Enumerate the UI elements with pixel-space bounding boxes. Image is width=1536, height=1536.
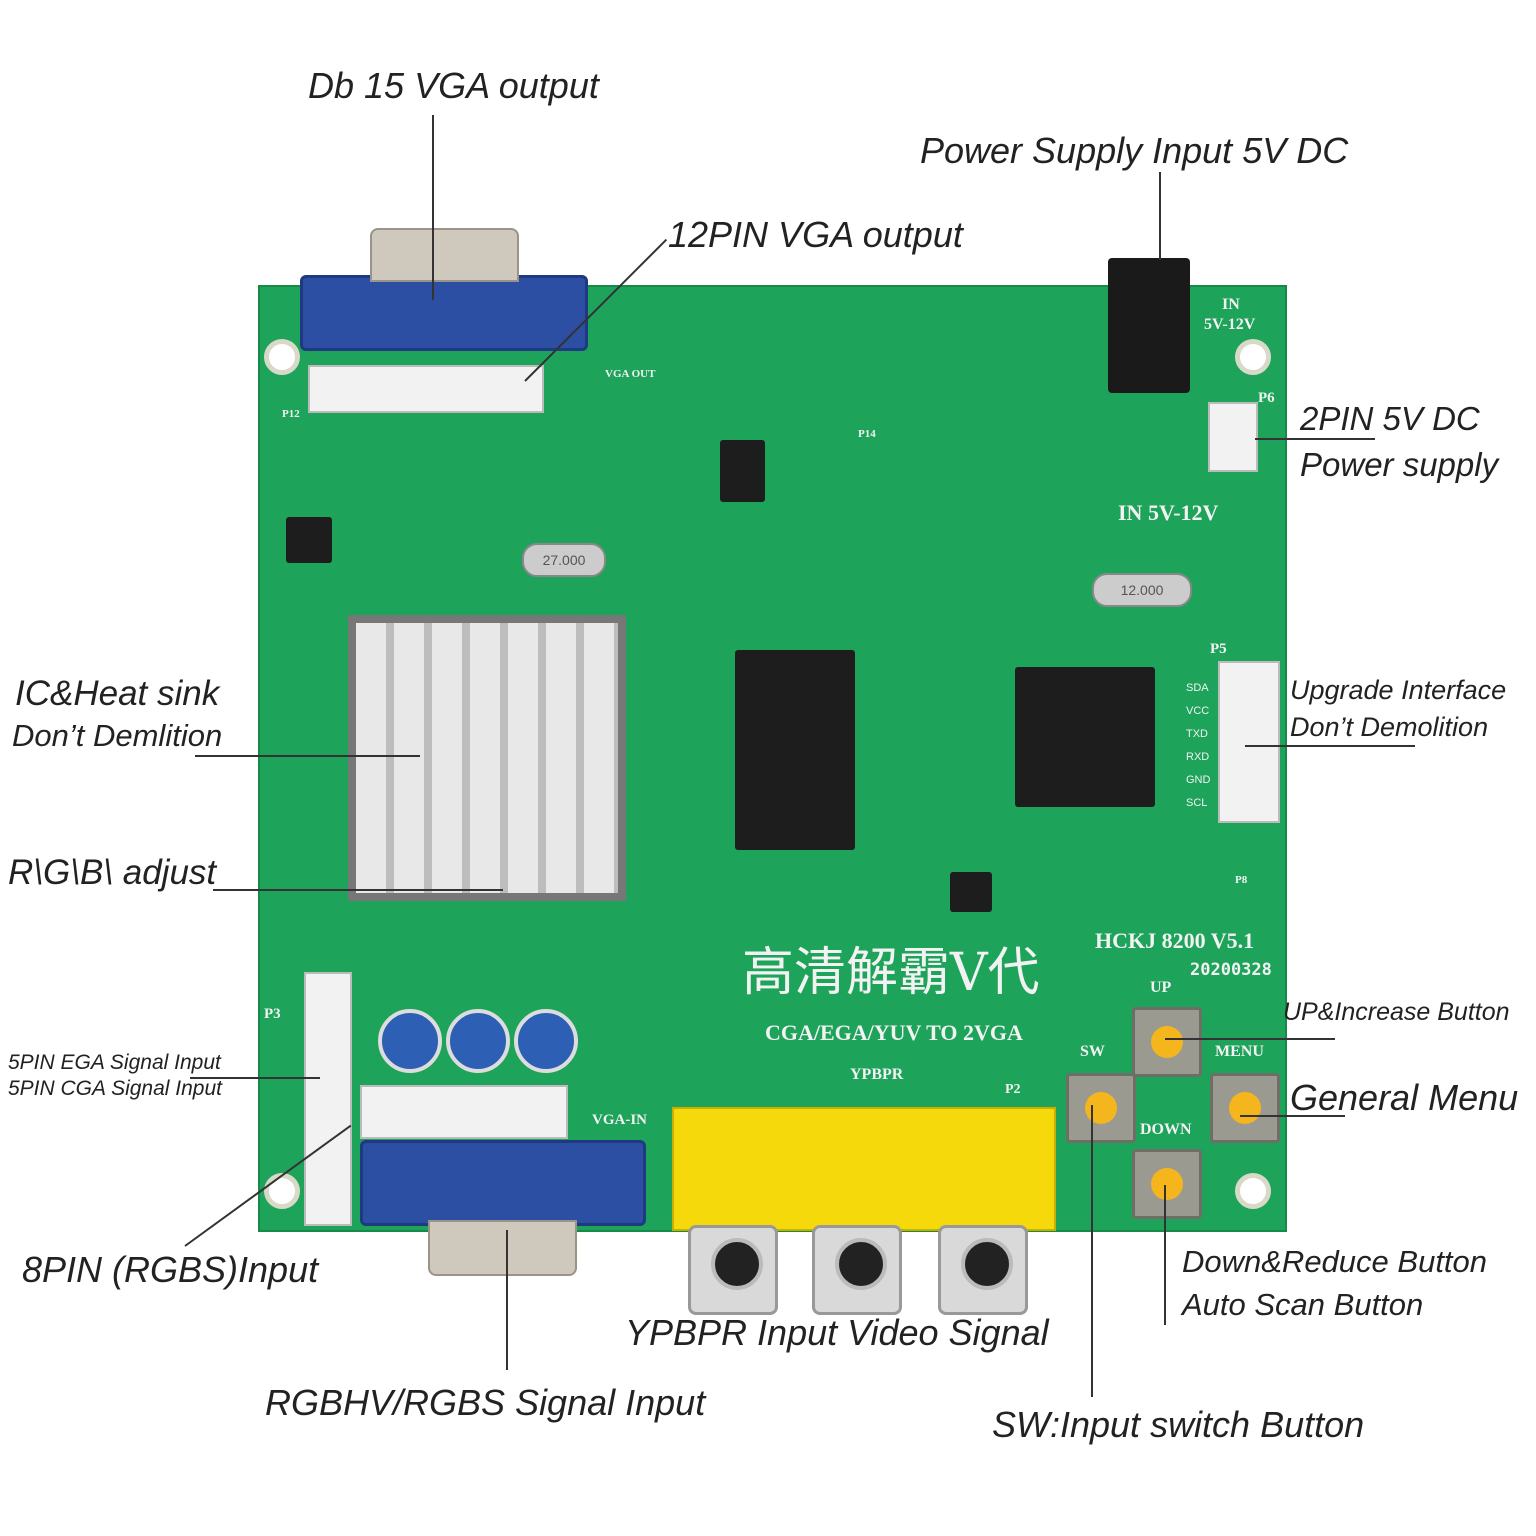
pcb-board: 27.000 12.000 HCKJ 8200 V5.1 20200328 高清… [258, 285, 1287, 1232]
label-down-reduce-button: Down&Reduce Button [1182, 1244, 1488, 1279]
p12-header [308, 365, 544, 413]
label-ypbpr-input: YPBPR Input Video Signal [625, 1312, 1049, 1353]
p2-silk: P2 [1005, 1082, 1021, 1097]
p8-silk: P8 [1235, 874, 1248, 886]
in-label: IN [1222, 296, 1240, 313]
pin-scl: SCL [1186, 797, 1208, 809]
board-date: 20200328 [1190, 960, 1272, 980]
heat-sink [348, 615, 626, 901]
p12-silk: P12 [282, 408, 300, 420]
sw-silk: SW [1080, 1043, 1105, 1060]
mounting-hole [1235, 339, 1271, 375]
sdram-chip [735, 650, 855, 850]
potentiometer-b[interactable] [514, 1009, 578, 1073]
pin-vcc: VCC [1186, 705, 1210, 717]
db15-vga-output-connector [300, 275, 588, 351]
mounting-hole [264, 1173, 300, 1209]
p6-power-header [1208, 402, 1258, 472]
sw-button[interactable] [1066, 1073, 1136, 1143]
mounting-hole [264, 339, 300, 375]
p5-silk: P5 [1210, 641, 1227, 657]
label-power-supply: Power supply [1300, 446, 1499, 483]
pin-rxd: RXD [1186, 751, 1210, 763]
label-upgrade-interface: Upgrade Interface [1290, 675, 1507, 705]
crystal-y1: 27.000 [522, 543, 606, 577]
label-sw-input-switch: SW:Input switch Button [992, 1404, 1365, 1445]
chinese-title: 高清解霸V代 [742, 943, 1040, 1003]
pin-gnd: GND [1186, 774, 1211, 786]
leader-line [432, 115, 434, 300]
voltage-label: 5V-12V [1204, 316, 1256, 333]
label-auto-scan-button: Auto Scan Button [1182, 1287, 1424, 1322]
power-jack [1108, 258, 1190, 393]
vga-out-silk: VGA OUT [605, 368, 656, 380]
p11-header [360, 1085, 568, 1139]
label-db15-vga-output: Db 15 VGA output [308, 65, 599, 106]
label-ic-heat-sink: IC&Heat sink [15, 674, 220, 713]
label-dont-demolition: Don’t Demolition [1290, 712, 1489, 742]
up-silk: UP [1150, 979, 1172, 996]
leader-line [1255, 438, 1375, 440]
p3-silk: P3 [264, 1006, 281, 1022]
potentiometer-r[interactable] [378, 1009, 442, 1073]
p6-silk: P6 [1258, 390, 1275, 406]
label-8pin-rgbs-input: 8PIN (RGBS)Input [22, 1249, 319, 1290]
vga-input-connector [360, 1140, 646, 1226]
pin-sda: SDA [1186, 682, 1209, 694]
label-12pin-vga-output: 12PIN VGA output [668, 214, 963, 255]
board-subtitle: CGA/EGA/YUV TO 2VGA [765, 1020, 1023, 1045]
up-button[interactable] [1132, 1007, 1202, 1077]
rca-jack-pr[interactable] [938, 1225, 1028, 1315]
ypbpr-silk: YPBPR [850, 1066, 904, 1083]
leader-line [1240, 1115, 1345, 1117]
label-rgb-adjust: R\G\B\ adjust [8, 853, 217, 892]
leader-line [190, 1077, 320, 1079]
leader-line [213, 889, 503, 891]
pin-txd: TXD [1186, 728, 1208, 740]
ic8-chip [950, 872, 992, 912]
vga-output-shell [370, 228, 519, 282]
rca-jack-pb[interactable] [812, 1225, 902, 1315]
leader-line [506, 1230, 508, 1370]
label-rgbhv-input: RGBHV/RGBS Signal Input [265, 1382, 706, 1423]
down-silk: DOWN [1140, 1121, 1192, 1138]
label-up-increase-button: UP&Increase Button [1283, 998, 1510, 1026]
down-button[interactable] [1132, 1149, 1202, 1219]
ypbpr-rca-block [672, 1107, 1056, 1231]
board-model: HCKJ 8200 V5.1 [1095, 928, 1255, 953]
p3-header [304, 972, 352, 1226]
potentiometer-g[interactable] [446, 1009, 510, 1073]
vga-in-silk: VGA-IN [592, 1112, 647, 1128]
p5-pin-labels: SDA VCC TXD RXD GND SCL [1186, 677, 1210, 815]
menu-silk: MENU [1215, 1043, 1264, 1060]
mounting-hole [1235, 1173, 1271, 1209]
leader-line [1165, 1038, 1335, 1040]
leader-line [1159, 172, 1161, 260]
vga-input-shell [428, 1220, 577, 1276]
label-2pin-5v-dc: 2PIN 5V DC [1300, 400, 1480, 437]
label-general-menu: General Menu [1290, 1077, 1519, 1118]
menu-button[interactable] [1210, 1073, 1280, 1143]
ic4-chip [286, 517, 332, 563]
label-power-supply-input: Power Supply Input 5V DC [920, 130, 1349, 171]
p14-silk: P14 [858, 428, 876, 440]
crystal-y2: 12.000 [1092, 573, 1192, 607]
in-voltage: IN 5V-12V [1118, 500, 1219, 525]
rca-jack-y[interactable] [688, 1225, 778, 1315]
leader-line [1091, 1105, 1093, 1397]
label-dont-demlition: Don’t Demlition [12, 718, 223, 753]
leader-line [1164, 1185, 1166, 1325]
label-5pin-cga: 5PIN CGA Signal Input [8, 1077, 222, 1100]
leader-line [195, 755, 420, 757]
leader-line [1245, 745, 1415, 747]
label-5pin-ega: 5PIN EGA Signal Input [8, 1051, 221, 1074]
ic1-chip [720, 440, 765, 502]
p5-upgrade-header [1218, 661, 1280, 823]
mcu-chip [1015, 667, 1155, 807]
